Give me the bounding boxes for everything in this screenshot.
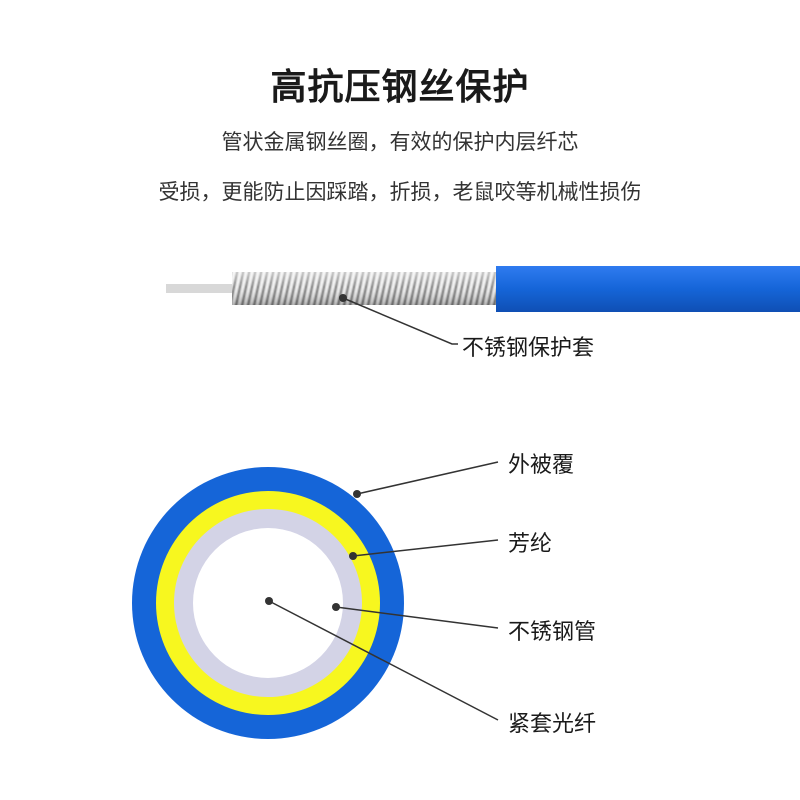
tight-fiber-label: 紧套光纤 <box>508 712 597 737</box>
fiber-core-strand <box>166 284 236 293</box>
steel-tube-label: 不锈钢管 <box>508 620 597 645</box>
subtitle-line-1: 管状金属钢丝圈，有效的保护内层纤芯 <box>221 130 579 154</box>
blue-outer-jacket <box>496 266 800 312</box>
side-view-leader <box>339 294 458 345</box>
steel-sheath-label: 不锈钢保护套 <box>462 336 595 361</box>
page-title: 高抗压钢丝保护 <box>270 67 530 108</box>
cross-section-leaders <box>265 461 499 721</box>
aramid-label: 芳纶 <box>508 532 553 557</box>
subtitle-line-2: 受损，更能防止因踩踏，折损，老鼠咬等机械性损伤 <box>158 180 642 204</box>
outer-jacket-label: 外被覆 <box>508 453 575 478</box>
cable-side-view <box>166 266 800 312</box>
